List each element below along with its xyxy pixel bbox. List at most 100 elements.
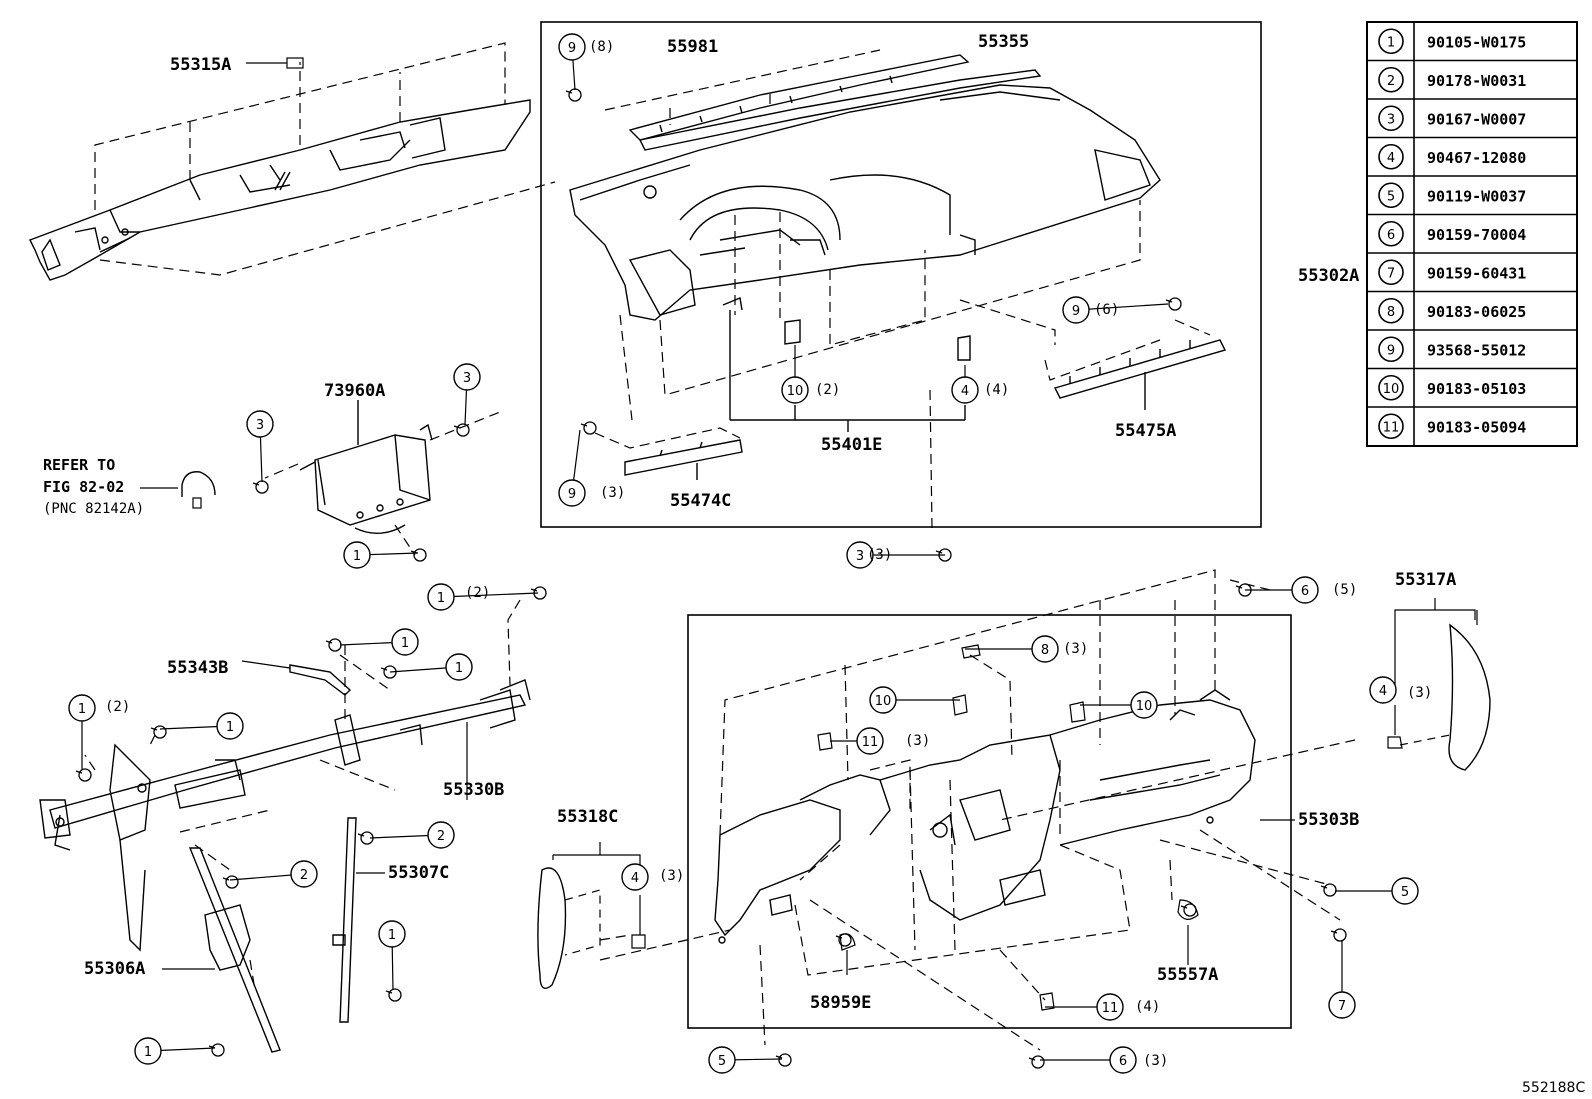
part-labels: 55315A 55981 55355 55302A 73960A 55401E … <box>43 32 1585 1096</box>
clip-11-b <box>1039 992 1055 1011</box>
bolt-icon <box>328 638 342 652</box>
bolt-shank <box>252 482 260 486</box>
label-55355: 55355 <box>978 32 1029 52</box>
callout-number: 1 <box>78 702 86 717</box>
table-key-circle <box>1378 374 1404 401</box>
table-key-circle <box>1378 105 1404 132</box>
label-55307c: 55307C <box>388 863 449 883</box>
bracket-55343b <box>289 664 352 696</box>
upper-panel-frame <box>540 21 1262 528</box>
upper-dashboard-panel <box>569 84 1161 321</box>
callout-number: 4 <box>631 871 639 886</box>
table-key: 5 <box>1387 189 1395 204</box>
callout-circle <box>1096 993 1124 1021</box>
qty-6-5: (5) <box>1332 582 1357 598</box>
table-key: 4 <box>1387 151 1395 166</box>
bolt-icon <box>225 875 239 889</box>
callout-number: 1 <box>226 720 234 735</box>
brace-55306a <box>188 847 281 1053</box>
bolt-shank <box>835 935 843 939</box>
qty-4-3-left: (3) <box>659 868 684 884</box>
brace-55307c <box>332 817 357 1023</box>
callout-circle <box>558 33 586 61</box>
table-part-number: 90159-70004 <box>1427 226 1526 244</box>
strip-55355 <box>638 69 1042 151</box>
callout-number: 3 <box>463 371 471 386</box>
callout-leader <box>440 592 539 598</box>
table-key: 7 <box>1387 266 1395 281</box>
bolt-shank <box>1320 885 1328 889</box>
callout-leader <box>1075 303 1169 311</box>
bolt-icon <box>583 421 597 435</box>
table-key: 1 <box>1387 35 1395 50</box>
bolt-icon <box>211 1043 225 1057</box>
callout-number: 6 <box>1119 1054 1127 1069</box>
airbag-73960a <box>299 423 433 534</box>
callout-number: 11 <box>1102 1001 1119 1016</box>
callout-number: 5 <box>1401 885 1409 900</box>
bolt-shank <box>1235 585 1243 589</box>
callout-circle <box>951 376 979 404</box>
table-key-circle <box>1378 143 1404 170</box>
table-key-circle <box>1378 259 1404 286</box>
callout-circle <box>427 583 455 611</box>
label-55302a: 55302A <box>1298 266 1359 286</box>
clip-8 <box>961 644 981 659</box>
bolt-shank <box>530 588 538 592</box>
table-key: 10 <box>1383 382 1400 397</box>
bolt-shank <box>580 423 588 427</box>
dashed-guides-lower <box>599 569 1356 1051</box>
bolt-icon <box>568 88 582 102</box>
clip-55317a <box>1387 736 1403 749</box>
bolt-icon <box>255 480 269 494</box>
qty-10-2: (2) <box>815 382 840 398</box>
bolt-shank <box>775 1055 783 1059</box>
clip-10-a <box>952 694 968 716</box>
callout-number: 4 <box>961 384 969 399</box>
qty-6-3: (3) <box>1143 1053 1168 1069</box>
dashed-guides-airbag <box>264 411 501 556</box>
qty-4-4: (4) <box>984 382 1009 398</box>
callout-number: 10 <box>787 384 804 399</box>
bolt-icon <box>838 933 852 947</box>
connector-icon <box>192 497 202 509</box>
callout-circle <box>1062 296 1090 324</box>
callout-circle <box>68 694 96 722</box>
end-cover-55318c <box>537 867 567 989</box>
callout-number: 1 <box>353 549 361 564</box>
callout-number: 6 <box>1301 584 1309 599</box>
callout-number: 11 <box>862 735 879 750</box>
bolt-shank <box>222 877 230 881</box>
callout-circle <box>846 541 874 569</box>
qty-4-3-right: (3) <box>1407 685 1432 701</box>
bolt-shank <box>935 550 943 554</box>
label-55981: 55981 <box>667 37 718 57</box>
label-73960a: 73960A <box>324 381 385 401</box>
callout-number: 1 <box>455 661 463 676</box>
label-55474c: 55474C <box>670 491 731 511</box>
table-part-number: 90178-W0031 <box>1427 72 1526 90</box>
callout-circle <box>391 628 419 656</box>
callout-circle <box>1109 1046 1137 1074</box>
callout-circle <box>558 479 586 507</box>
callout-circle <box>1369 676 1397 704</box>
table-part-number: 93568-55012 <box>1427 341 1526 359</box>
clip-58959e <box>839 933 856 951</box>
qty-11-3: (3) <box>905 733 930 749</box>
qty-1-2-left: (2) <box>105 699 130 715</box>
table-key-circle <box>1378 297 1404 324</box>
qty-9-6: (6) <box>1094 302 1119 318</box>
end-cover-55317a <box>1448 623 1491 771</box>
table-key-circle <box>1378 182 1404 209</box>
bolt-icon <box>456 423 470 437</box>
label-55475a: 55475A <box>1115 421 1176 441</box>
callout-number: 10 <box>875 694 892 709</box>
table-part-number: 90183-05094 <box>1427 418 1526 436</box>
bolt-shank <box>357 833 365 837</box>
callout-circle <box>621 863 649 891</box>
callout-circle <box>1031 635 1059 663</box>
bolt-shank <box>380 667 388 671</box>
callout-number: 5 <box>718 1054 726 1069</box>
label-55317a: 55317A <box>1395 570 1456 590</box>
